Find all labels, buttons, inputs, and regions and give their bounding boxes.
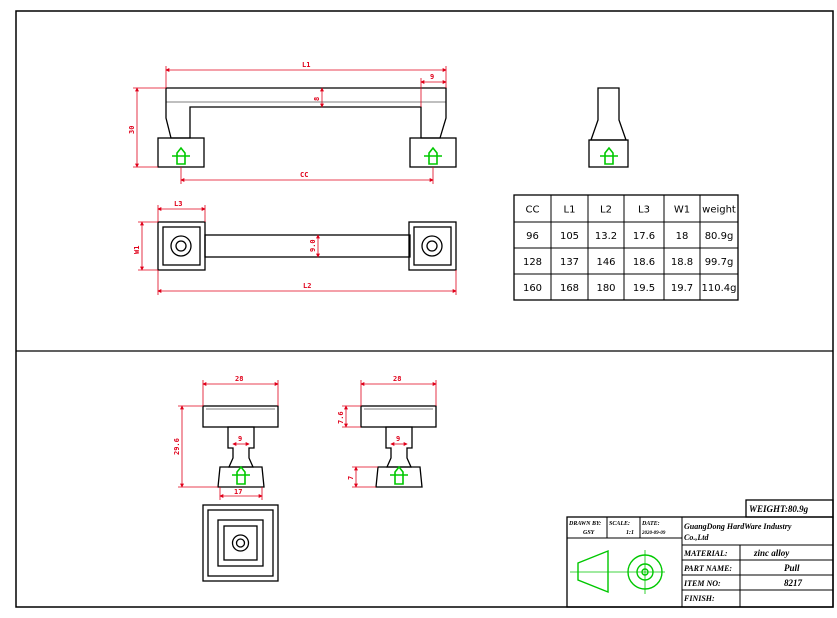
spec-header-cell: CC (526, 205, 540, 216)
knob-front-insert (232, 465, 250, 485)
dim-nine-right: 9 (396, 435, 400, 443)
spec-cell: 146 (596, 257, 615, 268)
item-no-label: ITEM NO: (683, 579, 721, 588)
dim-l3: L3 (174, 200, 182, 208)
top-view-dimensions (138, 205, 457, 295)
spec-cell: 99.7g (705, 257, 734, 268)
spec-header-cell: L3 (638, 205, 650, 216)
date-value: 2020-09-09 (641, 531, 666, 536)
item-no-value: 8217 (784, 578, 803, 588)
spec-header-cell: W1 (674, 205, 690, 216)
drawn-by-label: DRAWN BY: (568, 521, 601, 527)
spec-cell: 19.7 (671, 283, 693, 294)
finish-label: FINISH: (683, 594, 715, 603)
company-line-1: GuangDong HardWare Industry (684, 522, 792, 531)
dim-l2: L2 (303, 282, 311, 290)
spec-cell: 19.5 (633, 283, 655, 294)
spec-cell: 160 (523, 283, 542, 294)
company-line-2: Co.,Ltd (684, 533, 709, 542)
knob-top-view (202, 504, 279, 582)
spec-cell: 18.6 (633, 257, 655, 268)
handle-side-view (588, 87, 629, 168)
spec-cell: 180 (596, 283, 615, 294)
knob-side-view (360, 405, 437, 488)
dim-cc: CC (300, 171, 308, 179)
spec-header-cell: L2 (600, 205, 612, 216)
knob-front-view (202, 405, 279, 488)
spec-header-cell: weight (702, 205, 736, 216)
date-label: DATE: (641, 521, 660, 527)
drawn-by-value: GSY (583, 530, 596, 536)
spec-cell: 13.2 (595, 231, 617, 242)
scale-value: 1:1 (626, 530, 634, 536)
knob-side-insert (390, 465, 408, 485)
handle-front-view (157, 87, 457, 168)
spec-header-cell: L1 (564, 205, 576, 216)
dim-eight: 8 (313, 97, 321, 101)
dim-nine-left: 9 (238, 435, 242, 443)
spec-cell: 168 (560, 283, 579, 294)
dim-h29-6: 29.6 (173, 438, 181, 455)
spec-cell: 80.9g (705, 231, 734, 242)
dim-thirty: 30 (128, 126, 136, 134)
spec-cell: 137 (560, 257, 579, 268)
scale-label: SCALE: (609, 521, 630, 527)
handle-top-view (157, 221, 457, 271)
material-value: zinc alloy (753, 548, 790, 558)
dim-w28-left: 28 (235, 375, 243, 383)
dim-nine-top: 9 (430, 73, 434, 81)
dim-w28-right: 28 (393, 375, 401, 383)
side-view-insert (600, 146, 618, 165)
title-block (566, 499, 834, 608)
spec-cell: 18.8 (671, 257, 693, 268)
dim-h7-6: 7.6 (337, 411, 345, 424)
drawing-frame (15, 10, 834, 608)
dim-seventeen: 17 (234, 488, 242, 496)
material-label: MATERIAL: (683, 549, 728, 558)
knob-front-dimensions (178, 380, 279, 500)
spec-cell: 96 (526, 231, 539, 242)
spec-cell: 18 (676, 231, 689, 242)
dim-nine-mid: 9.0 (309, 239, 317, 252)
part-name-value: Pull (784, 563, 800, 573)
dim-w1: W1 (133, 246, 141, 254)
spec-table: CC L1 L2 L3 W1 weight 96 105 13.2 17.6 18 80.9g 128 1… (513, 194, 739, 301)
spec-cell: 128 (523, 257, 542, 268)
knob-side-dimensions (342, 380, 437, 488)
dim-l1: L1 (302, 61, 310, 69)
part-name-label: PART NAME: (684, 564, 732, 573)
front-view-dimensions (133, 66, 447, 184)
spec-cell: 110.4g (702, 283, 737, 294)
projection-symbol (570, 549, 665, 594)
spec-cell: 105 (560, 231, 579, 242)
front-view-inserts (172, 146, 442, 165)
title-weight: WEIGHT:80.9g (749, 504, 809, 514)
spec-cell: 17.6 (633, 231, 655, 242)
dim-seven: 7 (347, 476, 355, 480)
